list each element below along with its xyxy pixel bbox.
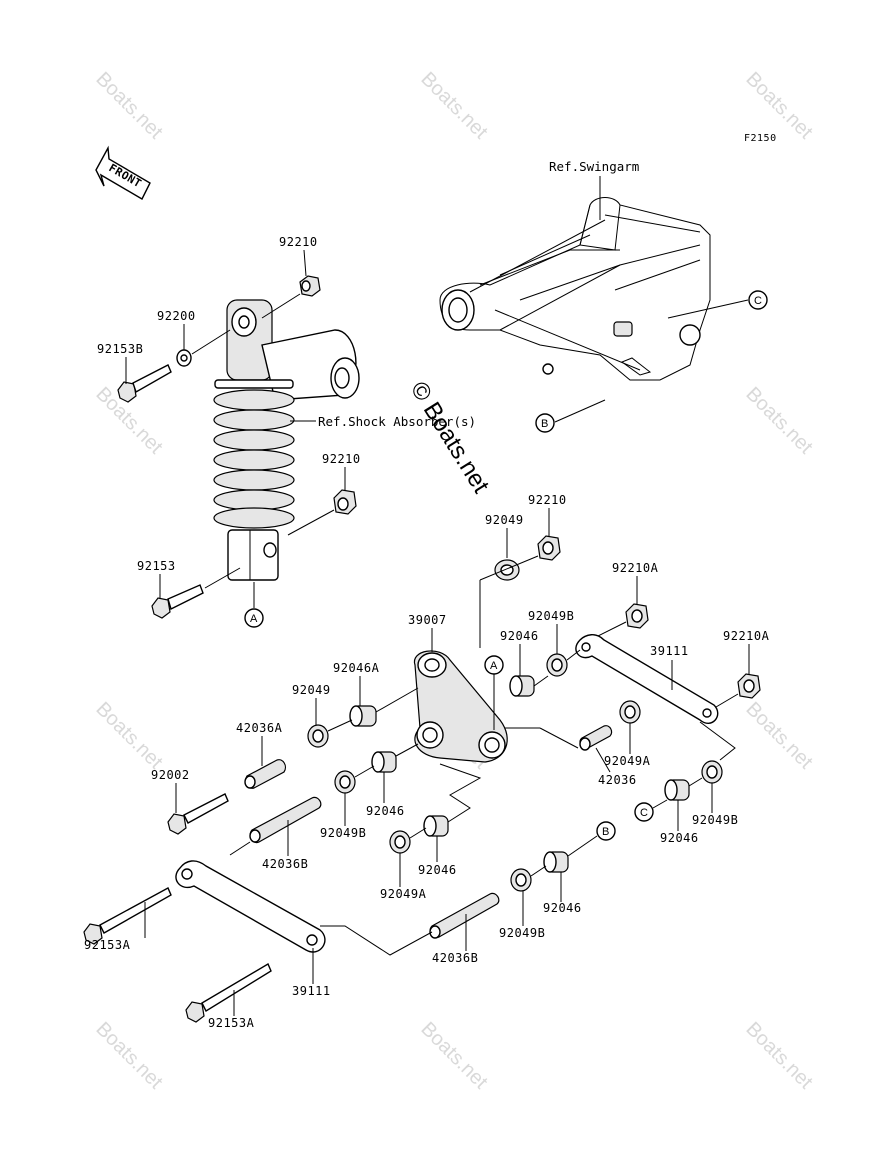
label-92210-top: 92210 bbox=[279, 235, 318, 249]
label-92049A-2: 92049A bbox=[604, 754, 651, 768]
collar-42036 bbox=[579, 725, 613, 751]
label-92049-left: 92049 bbox=[292, 683, 331, 697]
diagram-code: F2150 bbox=[744, 133, 777, 144]
label-92049B-2: 92049B bbox=[320, 826, 366, 840]
collar-42036B-2 bbox=[429, 892, 500, 939]
label-92046-3: 92046 bbox=[418, 863, 457, 877]
label-92049A-1: 92049A bbox=[380, 887, 427, 901]
callout-b-lower bbox=[596, 821, 616, 841]
svg-text:B: B bbox=[602, 826, 609, 838]
label-92200: 92200 bbox=[157, 309, 196, 323]
watermark: Boats.net bbox=[91, 1018, 167, 1094]
callout-b bbox=[535, 413, 555, 433]
label-92210A-1: 92210A bbox=[612, 561, 659, 575]
svg-text:A: A bbox=[490, 660, 498, 672]
svg-text:A: A bbox=[250, 613, 258, 625]
svg-text:B: B bbox=[541, 418, 548, 430]
bearing-92046-4 bbox=[664, 779, 690, 801]
callout-c bbox=[748, 290, 768, 310]
svg-text:C: C bbox=[754, 295, 762, 307]
label-39111-bottom: 39111 bbox=[292, 984, 331, 998]
label-92049B-1: 92049B bbox=[528, 609, 574, 623]
bolt-92153A-1 bbox=[83, 887, 172, 945]
nut-92210-top bbox=[299, 275, 321, 297]
label-92210A-2: 92210A bbox=[723, 629, 770, 643]
label-39007: 39007 bbox=[408, 613, 447, 627]
watermark: Boats.net bbox=[416, 1018, 492, 1094]
collar-42036A bbox=[244, 759, 287, 789]
ref-shock-absorber: Ref.Shock Absorber(s) bbox=[318, 414, 476, 429]
shock-spring bbox=[213, 389, 295, 529]
label-92049-right: 92049 bbox=[485, 513, 524, 527]
bearing-92046-2 bbox=[371, 751, 397, 773]
watermark: Boats.net bbox=[741, 698, 817, 774]
callout-c-lower bbox=[634, 802, 654, 822]
label-92153: 92153 bbox=[137, 559, 176, 573]
label-92049B-3: 92049B bbox=[692, 813, 738, 827]
rocker-arm-39007 bbox=[413, 650, 508, 763]
watermarks: Boats.net Boats.net Boats.net Boats.net … bbox=[91, 68, 817, 1094]
watermark: Boats.net bbox=[741, 383, 817, 459]
label-39111-top: 39111 bbox=[650, 644, 689, 658]
bolt-92153 bbox=[151, 584, 204, 619]
center-watermark: © Boats.net bbox=[405, 377, 495, 498]
label-92046A: 92046A bbox=[333, 661, 380, 675]
label-92046-1: 92046 bbox=[500, 629, 539, 643]
nut-92210-mid bbox=[333, 489, 357, 515]
watermark: Boats.net bbox=[416, 68, 492, 144]
label-92046-5: 92046 bbox=[543, 901, 582, 915]
shock-absorber-drawing bbox=[213, 299, 360, 581]
bearing-92046A bbox=[349, 705, 377, 727]
link-plate-39111-top bbox=[575, 634, 719, 724]
label-42036B-2: 42036B bbox=[432, 951, 478, 965]
bearing-92046-1 bbox=[509, 675, 535, 697]
link-plate-39111-bottom bbox=[175, 860, 326, 953]
label-92046-4: 92046 bbox=[660, 831, 699, 845]
label-92153B: 92153B bbox=[97, 342, 143, 356]
watermark: Boats.net bbox=[91, 68, 167, 144]
label-92046-2: 92046 bbox=[366, 804, 405, 818]
bolt-92002 bbox=[167, 793, 229, 835]
label-92210-mid: 92210 bbox=[322, 452, 361, 466]
bolt-92153A-2 bbox=[185, 962, 272, 1023]
nut-92210-right bbox=[537, 535, 561, 561]
label-92153A-2: 92153A bbox=[208, 1016, 255, 1030]
watermark: Boats.net bbox=[741, 1018, 817, 1094]
label-92002: 92002 bbox=[151, 768, 190, 782]
nut-92210A-2 bbox=[737, 673, 761, 699]
label-42036: 42036 bbox=[598, 773, 637, 787]
bolt-92153B bbox=[117, 364, 172, 403]
nut-92210A-1 bbox=[625, 603, 649, 629]
callout-a-left bbox=[244, 608, 264, 628]
swingarm-drawing bbox=[439, 197, 711, 381]
bearing-92046-3 bbox=[423, 815, 449, 837]
svg-text:C: C bbox=[640, 807, 648, 819]
watermark: Boats.net bbox=[91, 698, 167, 774]
label-42036A: 42036A bbox=[236, 721, 283, 735]
collar-42036B-1 bbox=[249, 796, 322, 844]
label-92210-right: 92210 bbox=[528, 493, 567, 507]
label-92153A-1: 92153A bbox=[84, 938, 131, 952]
ref-swingarm: Ref.Swingarm bbox=[549, 159, 639, 174]
bearing-92046-5 bbox=[543, 851, 569, 873]
label-92049B-4: 92049B bbox=[499, 926, 545, 940]
label-42036B-1: 42036B bbox=[262, 857, 308, 871]
front-arrow-icon: FRONT bbox=[95, 145, 151, 200]
